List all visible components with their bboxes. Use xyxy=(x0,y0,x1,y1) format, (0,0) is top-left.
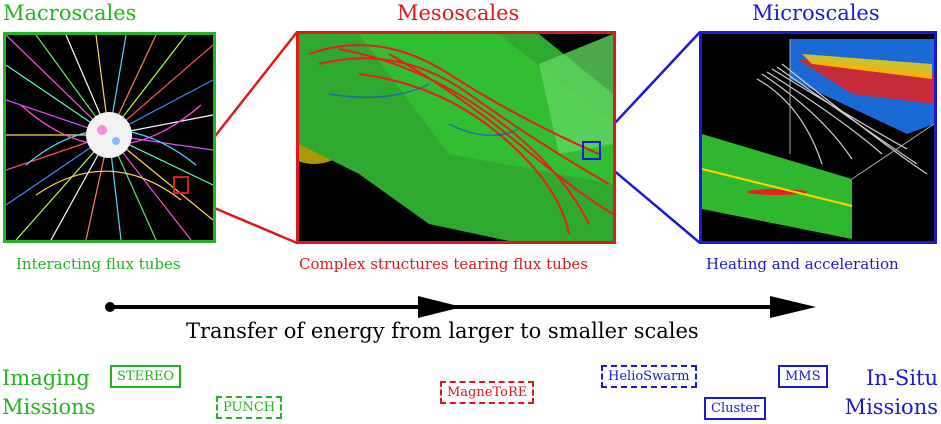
energy-transfer-arrow xyxy=(105,296,816,318)
mesoscales-title: Mesoscales xyxy=(397,1,520,25)
mission-mms: MMS xyxy=(778,365,828,388)
arrow-midpoint-head xyxy=(418,296,462,318)
arrow-label: Transfer of energy from larger to smalle… xyxy=(186,319,699,343)
arrow-end-head xyxy=(770,296,816,318)
mission-magnetore: MagneToRE xyxy=(440,381,535,404)
flux-tube-lines xyxy=(6,35,213,240)
mesoscale-caption: Complex structures tearing flux tubes xyxy=(299,255,588,273)
imaging-missions-label: Imaging Missions xyxy=(2,364,95,422)
insitu-label-line1: In-Situ xyxy=(866,366,938,390)
mission-cluster: Cluster xyxy=(704,397,767,420)
imaging-label-line1: Imaging xyxy=(2,366,90,390)
imaging-label-line2: Missions xyxy=(2,395,96,419)
mission-helioswarm: HelioSwarm xyxy=(601,365,697,388)
macroscale-image xyxy=(3,32,216,243)
insitu-missions-label: In-Situ Missions xyxy=(840,364,938,422)
microscale-image xyxy=(699,31,937,244)
flux-structure-render xyxy=(299,34,613,241)
microscale-caption: Heating and acceleration xyxy=(706,255,899,273)
macroscales-title: Macroscales xyxy=(3,1,137,25)
microscales-title: Microscales xyxy=(752,1,880,25)
mission-stereo: STEREO xyxy=(110,365,182,388)
mission-punch: PUNCH xyxy=(216,396,283,419)
reconnection-render xyxy=(702,39,934,239)
macroscale-caption: Interacting flux tubes xyxy=(16,255,181,273)
mesoscale-image xyxy=(296,31,616,244)
insitu-label-line2: Missions xyxy=(844,395,938,419)
